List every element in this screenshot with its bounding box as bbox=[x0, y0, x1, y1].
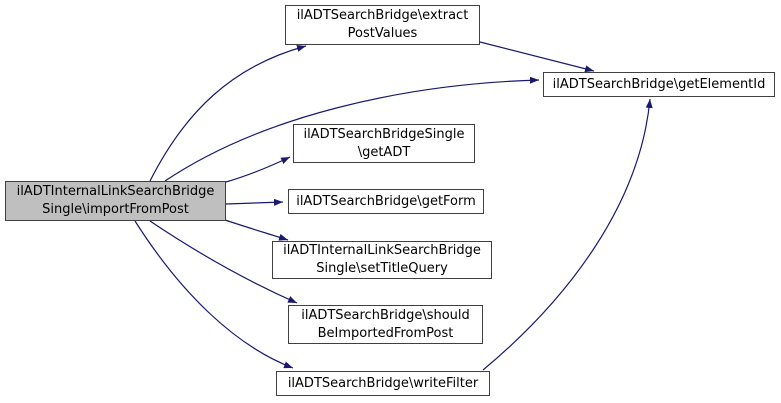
node-label-line: ilADTSearchBridge\getForm bbox=[296, 193, 476, 209]
node-label-line: ilADTSearchBridge\getElementId bbox=[552, 76, 766, 92]
node-label-line: ilADTInternalLinkSearchBridge bbox=[283, 243, 481, 259]
node-label-line: \getADT bbox=[357, 144, 411, 160]
node-getElementId[interactable]: ilADTSearchBridge\getElementId bbox=[543, 72, 775, 97]
node-label-line: BeImportedFromPost bbox=[317, 325, 454, 341]
node-label-line: Single\importFromPost bbox=[42, 202, 189, 217]
node-label-line: ilADTSearchBridge\writeFilter bbox=[287, 375, 479, 391]
edge-importFromPost-to-setTitleQuery bbox=[224, 219, 289, 241]
edge-importFromPost-to-getADT bbox=[225, 156, 291, 183]
node-label-line: ilADTInternalLinkSearchBridge bbox=[16, 184, 215, 200]
node-label-line: PostValues bbox=[347, 26, 418, 41]
node-label-line: ilADTSearchBridge\should bbox=[301, 307, 470, 323]
node-label-line: Single\setTitleQuery bbox=[316, 261, 448, 276]
node-label-line: ilADTSearchBridgeSingle bbox=[303, 126, 465, 142]
edge-writeFilter-to-getElementId bbox=[482, 98, 653, 371]
node-writeFilter[interactable]: ilADTSearchBridge\writeFilter bbox=[276, 371, 490, 396]
node-getForm[interactable]: ilADTSearchBridge\getForm bbox=[288, 189, 484, 214]
edge-importFromPost-to-getForm bbox=[225, 198, 284, 206]
edge-importFromPost-to-writeFilter bbox=[134, 220, 294, 369]
edge-importFromPost-to-extractPostValues bbox=[149, 44, 307, 182]
edge-extractPostValues-to-getElementId bbox=[479, 41, 595, 73]
node-getADT[interactable]: ilADTSearchBridgeSingle \getADT bbox=[293, 124, 475, 163]
node-label-line: ilADTSearchBridge\extract bbox=[296, 8, 469, 24]
